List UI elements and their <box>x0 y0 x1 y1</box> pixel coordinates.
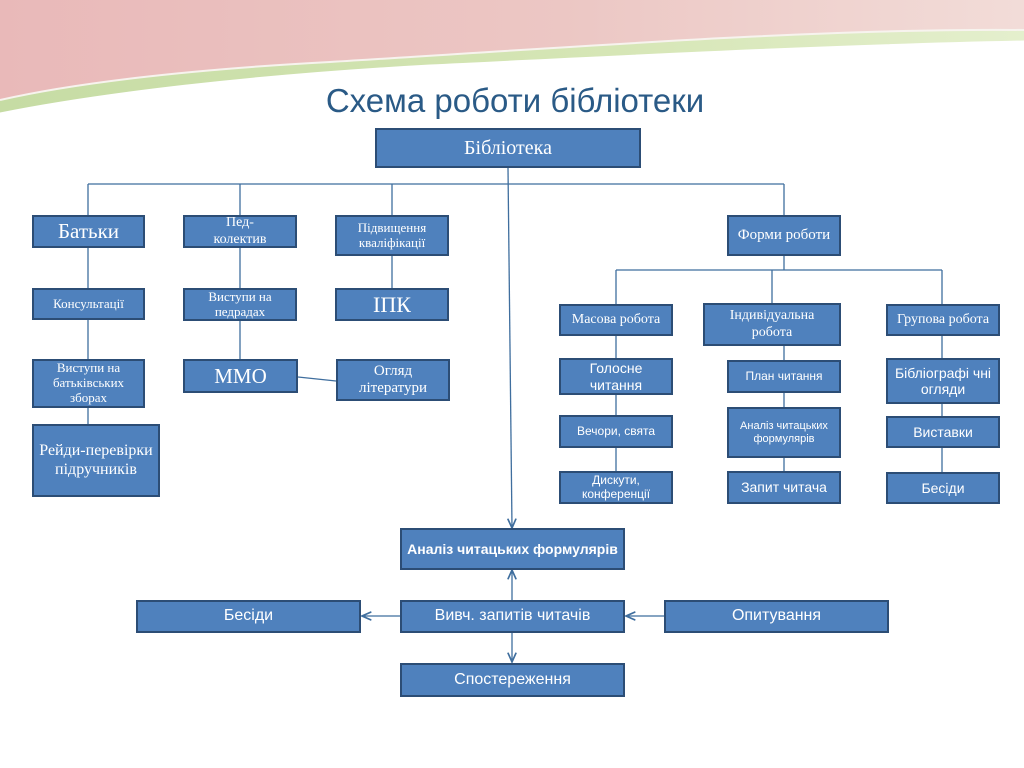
node-ped-speeches: Виступи на педрадах <box>183 288 297 321</box>
node-mmo: ММО <box>183 359 298 393</box>
node-qualification: Підвищення кваліфікації <box>335 215 449 256</box>
node-consultations: Консультації <box>32 288 145 320</box>
node-ped-team: Пед- колектив <box>183 215 297 248</box>
node-observation: Спостереження <box>400 663 625 697</box>
node-discussions: Дискути, конференції <box>559 471 673 504</box>
node-surveys: Опитування <box>664 600 889 633</box>
header-wave-decoration <box>0 0 1024 130</box>
node-ipk: ІПК <box>335 288 449 321</box>
page-title: Схема роботи бібліотеки <box>325 82 705 119</box>
node-bibliographic-reviews: Бібліографі чні огляди <box>886 358 1000 404</box>
node-talks-group: Бесіди <box>886 472 1000 504</box>
node-study-requests: Вивч. запитів читачів <box>400 600 625 633</box>
node-work-forms: Форми роботи <box>727 215 841 256</box>
node-forms-analysis-small: Аналіз читацьких формулярів <box>727 407 841 458</box>
node-loud-reading: Голосне читання <box>559 358 673 395</box>
node-textbook-raids: Рейди-перевірки підручників <box>32 424 160 497</box>
node-exhibitions: Виставки <box>886 416 1000 448</box>
node-literature-review: Огляд літератури <box>336 359 450 401</box>
node-evenings: Вечори, свята <box>559 415 673 448</box>
node-talks-main: Бесіди <box>136 600 361 633</box>
node-parents: Батьки <box>32 215 145 248</box>
node-reader-request: Запит читача <box>727 471 841 504</box>
node-parent-meetings: Виступи на батьківських зборах <box>32 359 145 408</box>
node-individual-work: Індивідуальна робота <box>703 303 841 346</box>
node-reading-plan: План читання <box>727 360 841 393</box>
node-group-work: Групова робота <box>886 304 1000 336</box>
node-forms-analysis-main: Аналіз читацьких формулярів <box>400 528 625 570</box>
node-library: Бібліотека <box>375 128 641 168</box>
node-mass-work: Масова робота <box>559 304 673 336</box>
